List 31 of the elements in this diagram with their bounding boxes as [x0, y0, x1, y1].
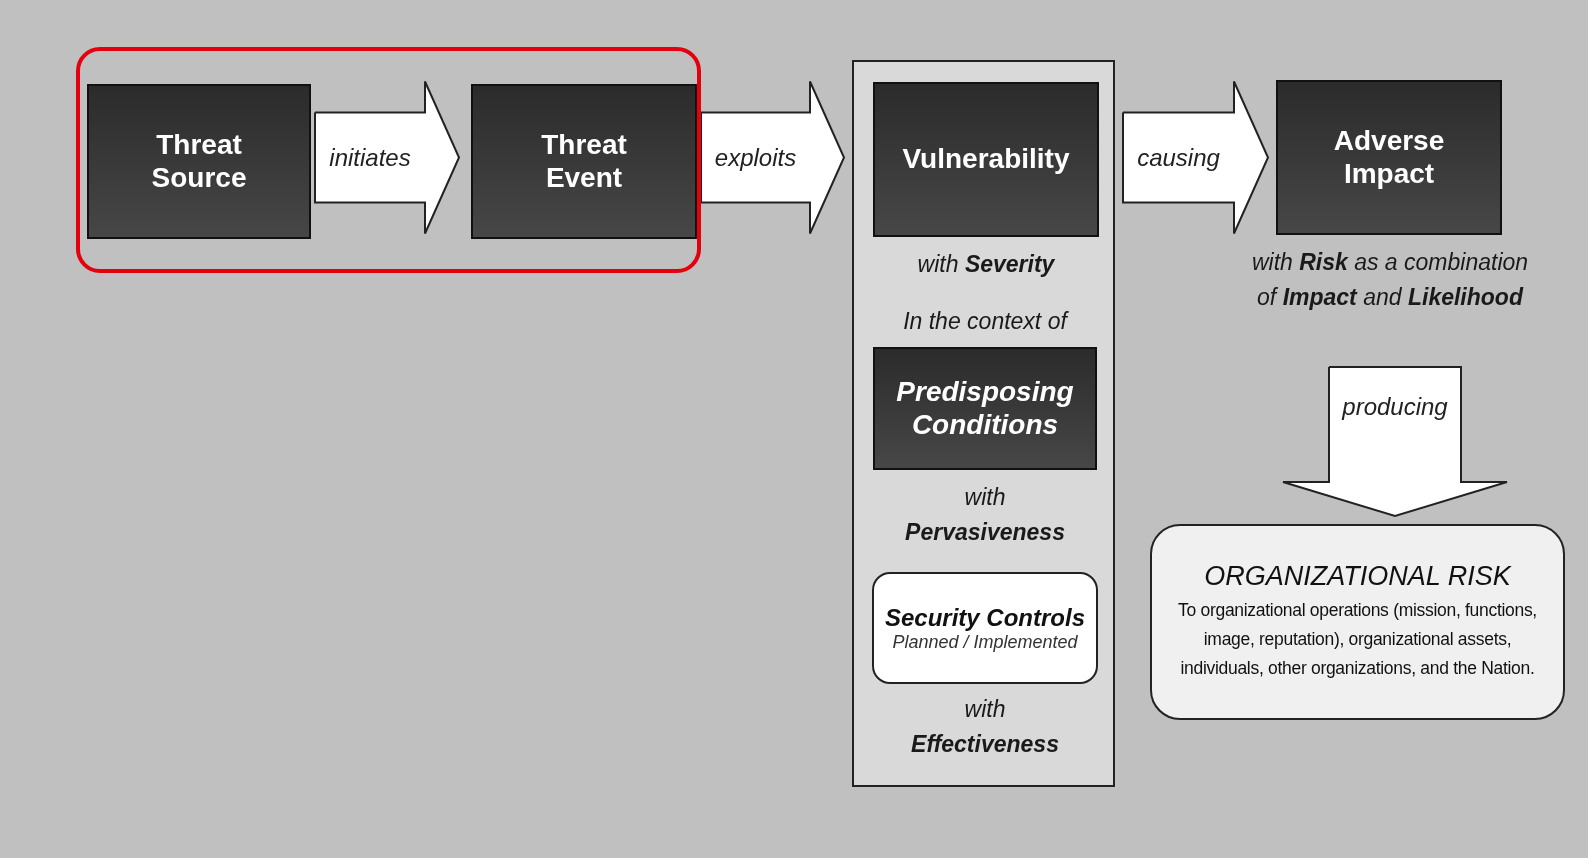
box-title: Threat Source — [150, 129, 248, 194]
box-title: Threat Event — [540, 129, 628, 194]
box-description: Planned / Implemented — [892, 631, 1078, 653]
result-box — [1150, 524, 1565, 720]
edge-label: initiates — [329, 143, 411, 172]
group-panel — [852, 60, 1115, 787]
box-title: Adverse Impact — [1332, 125, 1446, 190]
edge-label: causing — [1137, 143, 1220, 172]
control-box — [872, 572, 1098, 684]
edge-label: producing — [1342, 393, 1448, 421]
process-box — [1276, 80, 1502, 235]
edge-label: exploits — [714, 143, 797, 172]
process-box — [471, 84, 697, 239]
process-box — [873, 82, 1099, 237]
node-caption: with Severity — [916, 250, 1056, 279]
box-title: Security Controls — [884, 603, 1085, 632]
node-caption: with Effectiveness — [910, 695, 1060, 759]
node-caption: with Pervasiveness — [905, 483, 1065, 547]
block-arrow — [314, 80, 461, 235]
process-box — [873, 347, 1097, 470]
box-title: Vulnerability — [902, 143, 1070, 176]
node-caption: with Risk as a combination of Impact and Likelihood — [1250, 248, 1530, 312]
block-arrow — [1122, 80, 1270, 235]
block-arrow — [700, 80, 846, 235]
block-arrow — [1282, 366, 1508, 518]
node-caption: In the context of — [902, 307, 1070, 336]
box-title: ORGANIZATIONAL RISK — [1204, 561, 1511, 593]
box-title: Predisposing Conditions — [895, 376, 1075, 441]
box-description: To organizational operations (mission, functions, image, reputation), organizational assets, individuals, other organizations, and the Nation. — [1178, 599, 1537, 680]
process-box — [87, 84, 311, 239]
highlight-frame — [76, 47, 701, 273]
